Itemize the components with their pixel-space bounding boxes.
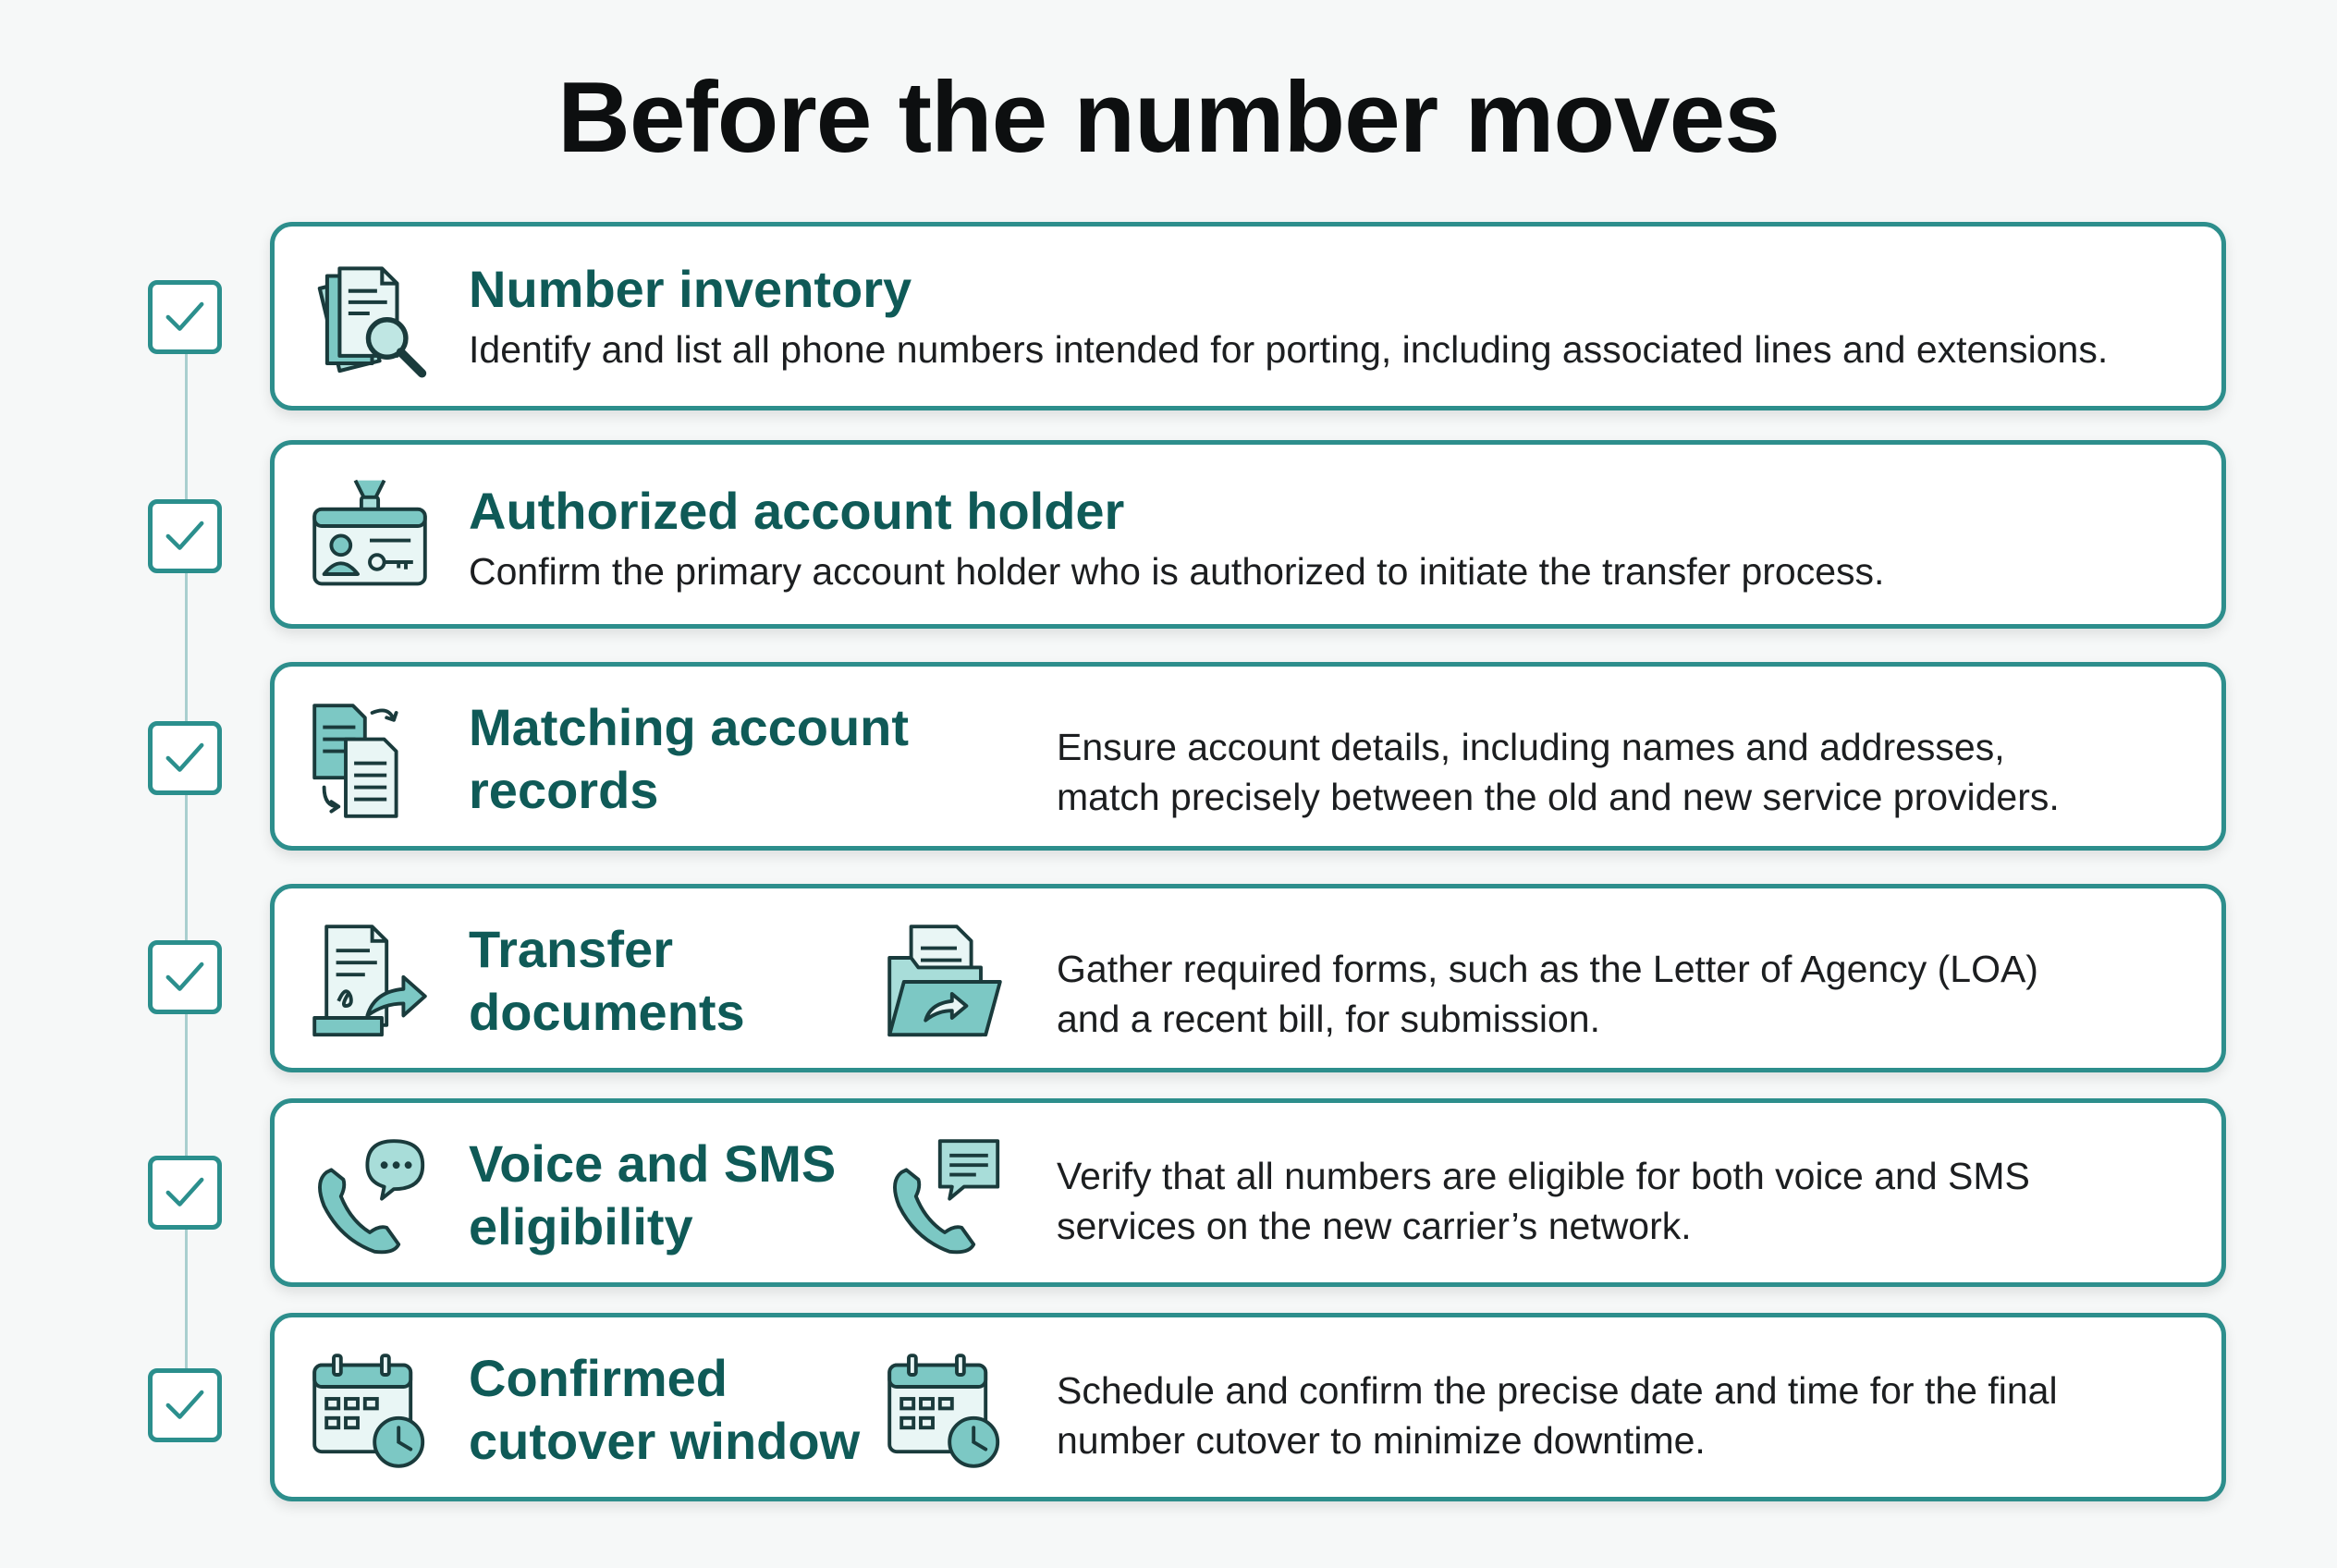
checklist-card-voice-and-sms-eligibility: Voice and SMS eligibility Verify that al… bbox=[270, 1098, 2226, 1287]
checkbox-authorized-account-holder[interactable] bbox=[148, 499, 222, 573]
calendar-clock-icon bbox=[310, 1351, 430, 1471]
checkmark-icon bbox=[165, 521, 204, 550]
checkmark-icon bbox=[165, 742, 204, 772]
phone-message-icon bbox=[885, 1136, 1005, 1256]
checkbox-confirmed-cutover-window[interactable] bbox=[148, 1368, 222, 1442]
item-title: Voice and SMS eligibility bbox=[469, 1134, 837, 1256]
item-title: Matching account records bbox=[469, 698, 910, 819]
checklist-card-confirmed-cutover-window: Confirmed cutover window Schedule and co… bbox=[270, 1313, 2226, 1501]
checklist-card-matching-account-records: Matching account records Ensure account … bbox=[270, 662, 2226, 851]
checklist-card-number-inventory: Number inventory Identify and list all p… bbox=[270, 222, 2226, 410]
item-description: Gather required forms, such as the Lette… bbox=[1057, 948, 2038, 1040]
phone-chat-icon bbox=[310, 1136, 430, 1256]
checklist-card-authorized-account-holder: Authorized account holder Confirm the pr… bbox=[270, 440, 2226, 629]
folder-share-icon bbox=[885, 922, 1005, 1042]
checkbox-matching-account-records[interactable] bbox=[148, 721, 222, 795]
checklist-card-transfer-documents: Transfer documents Gather required forms… bbox=[270, 884, 2226, 1072]
item-description: Ensure account details, including names … bbox=[1057, 726, 2060, 818]
item-description: Schedule and confirm the precise date an… bbox=[1057, 1369, 2058, 1462]
item-description: Confirm the primary account holder who i… bbox=[469, 550, 1885, 593]
item-title: Transfer documents bbox=[469, 920, 745, 1041]
checkbox-number-inventory[interactable] bbox=[148, 280, 222, 354]
item-description: Identify and list all phone numbers inte… bbox=[469, 328, 2109, 371]
checkmark-icon bbox=[165, 1390, 204, 1419]
checkmark-icon bbox=[165, 301, 204, 331]
id-badge-key-icon bbox=[310, 478, 430, 598]
page-title: Before the number moves bbox=[557, 61, 1780, 174]
documents-search-icon bbox=[310, 263, 434, 388]
checkmark-icon bbox=[165, 962, 204, 991]
sync-documents-icon bbox=[310, 700, 430, 822]
item-title: Number inventory bbox=[469, 260, 912, 318]
timeline-connector bbox=[185, 314, 188, 1415]
signed-document-share-icon bbox=[310, 922, 430, 1042]
checkbox-voice-and-sms-eligibility[interactable] bbox=[148, 1156, 222, 1230]
item-title: Authorized account holder bbox=[469, 482, 1125, 540]
checkmark-icon bbox=[165, 1177, 204, 1207]
item-description: Verify that all numbers are eligible for… bbox=[1057, 1155, 2030, 1247]
calendar-clock-icon bbox=[885, 1351, 1005, 1471]
checkbox-transfer-documents[interactable] bbox=[148, 940, 222, 1014]
item-title: Confirmed cutover window bbox=[469, 1349, 861, 1470]
